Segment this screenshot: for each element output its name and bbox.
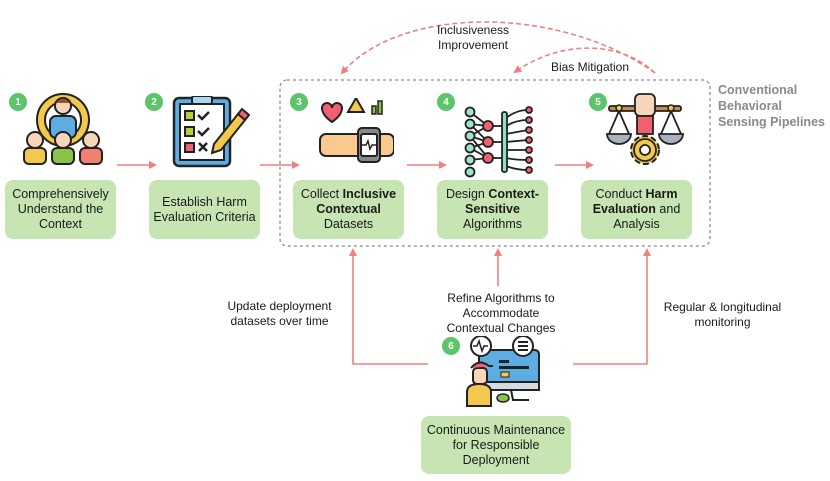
step-badge: 6 [442, 337, 460, 355]
arrow-regular-monitoring [573, 248, 651, 365]
step-badge: 1 [9, 93, 27, 111]
step-1-text: Comprehensively Understand the Context [12, 187, 109, 231]
step-5-box: Conduct Harm Evaluation and Analysis [581, 180, 692, 239]
label-inclusiveness-improvement: Inclusiveness Improvement [436, 23, 510, 52]
step-2-box: Establish Harm Evaluation Criteria [149, 180, 260, 239]
step-5-text: Conduct Harm Evaluation and Analysis [581, 187, 692, 232]
arrow-bias-mitigation [513, 47, 656, 74]
text-part-bold: Inclusive Contextual [316, 187, 397, 216]
step-4-box: Design Context-Sensitive Algorithms [437, 180, 548, 239]
step-3-box: Collect Inclusive Contextual Datasets [293, 180, 404, 239]
step-1-box: Comprehensively Understand the Context [5, 180, 116, 239]
step-3-text: Collect Inclusive Contextual Datasets [293, 187, 404, 232]
clipboard-checklist-icon [172, 96, 250, 168]
step-badge: 5 [589, 93, 607, 111]
label-bias-mitigation: Bias Mitigation [550, 60, 630, 74]
arrow-update-datasets [349, 248, 428, 365]
step-badge: 4 [437, 93, 455, 111]
label-update-datasets: Update deployment datasets over time [227, 299, 332, 328]
pipeline-title-line-2: Behavioral [718, 99, 782, 113]
label-regular-monitoring: Regular & longitudinal monitoring [663, 300, 782, 329]
label-refine-algorithms: Refine Algorithms to Accommodate Context… [446, 291, 556, 335]
step-badge: 2 [145, 93, 163, 111]
text-part-bold: Harm Evaluation [592, 187, 678, 216]
step-6-text: Continuous Maintenance for Responsible D… [426, 422, 566, 467]
pipeline-group-title: Conventional Behavioral Sensing Pipeline… [718, 82, 825, 130]
step-4-text: Design Context-Sensitive Algorithms [437, 187, 548, 232]
wearable-sensor-icon [319, 98, 394, 163]
step-6-box: Continuous Maintenance for Responsible D… [421, 416, 571, 474]
text-part: Collect [300, 187, 343, 201]
pipeline-group-border [279, 79, 711, 247]
pipeline-title-line-3: Sensing Pipelines [718, 115, 825, 129]
text-part: Algorithms [462, 217, 523, 231]
arrow-inclusiveness-improvement [340, 21, 656, 75]
monitoring-engineer-icon [466, 336, 540, 407]
neural-network-icon [464, 106, 533, 178]
text-part: and Analysis [613, 202, 681, 231]
pipeline-title-line-1: Conventional [718, 83, 798, 97]
text-part: Datasets [323, 217, 374, 231]
step-badge: 3 [290, 93, 308, 111]
people-gear-icon [23, 93, 103, 165]
step-2-text: Establish Harm Evaluation Criteria [153, 194, 256, 224]
text-part-bold: Context-Sensitive [465, 187, 540, 216]
text-part: Design [445, 187, 489, 201]
text-part: Conduct [595, 187, 646, 201]
justice-scale-gear-icon [606, 93, 684, 165]
